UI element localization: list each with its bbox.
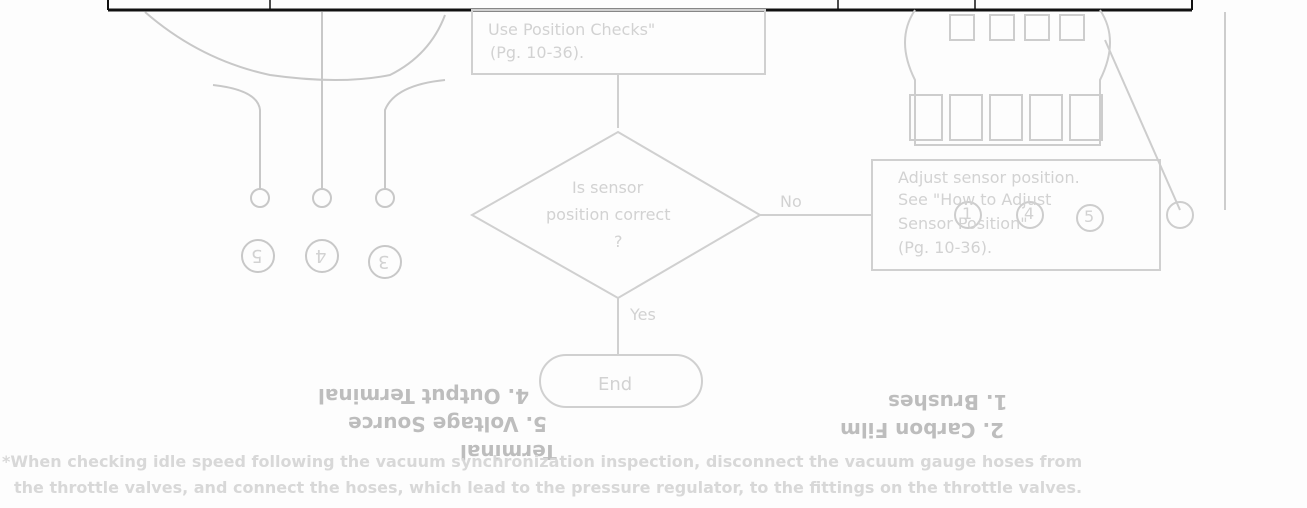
end-label: End: [598, 374, 633, 395]
terminal-marker-3: 3: [378, 251, 390, 272]
decision-line-1: Is sensor: [572, 178, 644, 197]
decision-line-3: ?: [614, 232, 623, 251]
adjust-box-line-2: See "How to Adjust: [898, 190, 1052, 209]
sensor-marker-4: 4: [1024, 204, 1035, 223]
yes-label: Yes: [630, 305, 656, 324]
footnote-line-1: *When checking idle speed following the …: [2, 452, 1083, 471]
flowchart-shapes: [469, 9, 1161, 408]
adjust-box-line-3: Sensor Position": [898, 214, 1028, 233]
check-box-line-2: (Pg. 10-36).: [490, 43, 585, 62]
terminal-marker-5: 5: [251, 245, 263, 266]
legend-right-line-1: 1. Brushes: [888, 390, 1008, 414]
adjust-box-line-1: Adjust sensor position.: [898, 168, 1080, 187]
legend-left-line-2: 5. Voltage Source: [348, 412, 548, 436]
connector-sketch: [904, 9, 1226, 232]
sensor-sketch: [144, 11, 446, 279]
legend-left-line-1: 4. Output Terminal: [318, 384, 530, 408]
sensor-marker-1: 1: [962, 204, 973, 223]
sensor-marker-5: 5: [1084, 207, 1095, 226]
adjust-box-line-4: (Pg. 10-36).: [898, 238, 993, 257]
legend-right-line-2: 2. Carbon Film: [840, 418, 1004, 442]
footnote-line-2: the throttle valves, and connect the hos…: [14, 478, 1083, 497]
decision-line-2: position correct: [546, 205, 671, 224]
no-label: No: [780, 192, 802, 211]
check-box-line-1: Use Position Checks": [488, 20, 656, 39]
terminal-marker-4: 4: [315, 245, 327, 266]
